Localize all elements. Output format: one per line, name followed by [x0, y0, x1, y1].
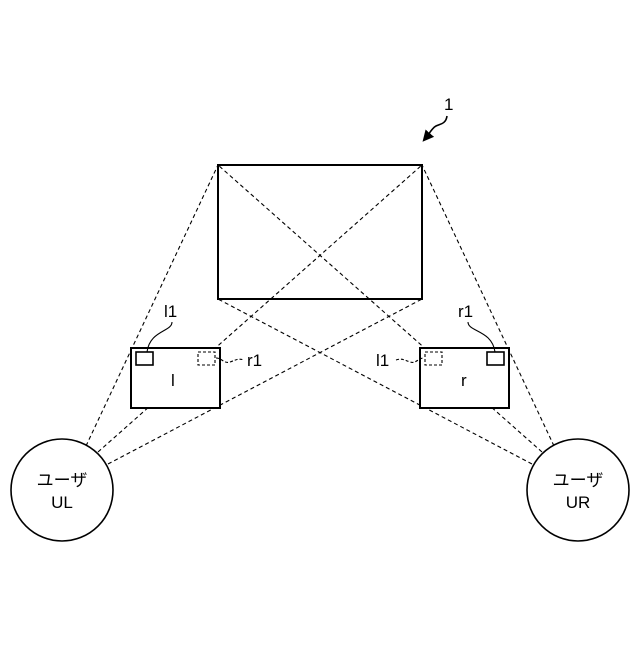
right-sub-screen: r: [420, 348, 509, 408]
user-ul-circle: [11, 439, 113, 541]
main-display: [218, 165, 422, 299]
user-ur-line1: ユーザ: [553, 471, 604, 490]
left-sub-screen: l: [131, 348, 220, 408]
reference-numeral: 1: [444, 95, 453, 114]
left-sub-screen-frame: [131, 348, 220, 408]
user-ul-line1: ユーザ: [37, 471, 88, 490]
right-sub-screen-label: r: [461, 371, 467, 390]
user-ur-circle: [527, 439, 629, 541]
user-ur-line2: UR: [566, 493, 591, 512]
left-user-projection-lines: [86, 165, 422, 464]
right-marker-solid-label: r1: [458, 302, 473, 321]
reference-arrow: [424, 116, 447, 140]
left-marker-solid-label: l1: [164, 302, 177, 321]
user-ul: ユーザ UL: [11, 439, 113, 541]
right-user-projection-lines: [218, 165, 554, 464]
user-ul-line2: UL: [51, 493, 73, 512]
left-sub-screen-label: l: [171, 371, 175, 390]
left-marker-dashed-label: r1: [247, 351, 262, 370]
user-ur: ユーザ UR: [527, 439, 629, 541]
right-marker-dashed-label: l1: [376, 351, 389, 370]
